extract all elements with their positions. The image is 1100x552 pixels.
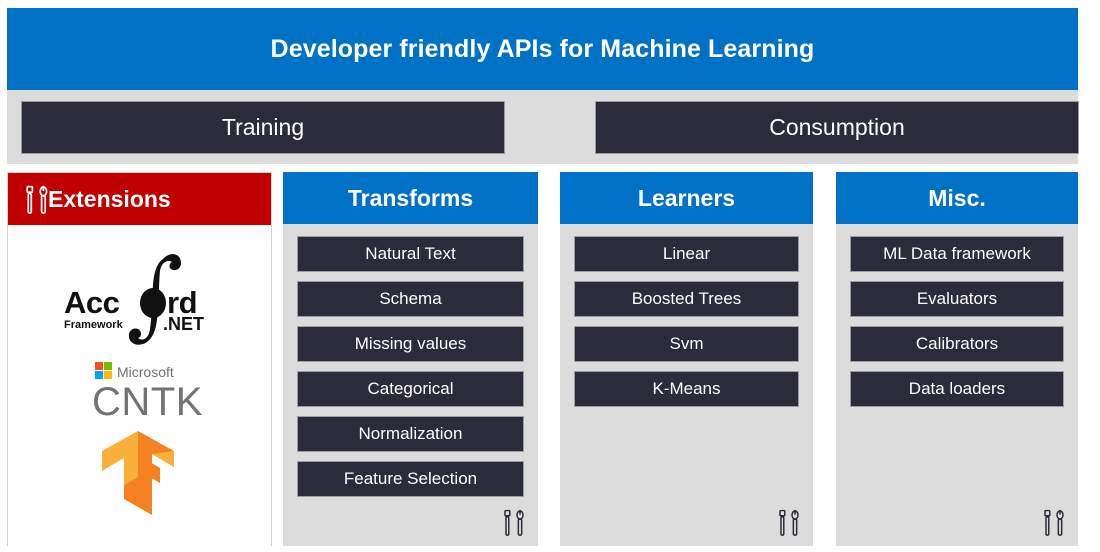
chip-label: Data loaders [908,379,1006,398]
list-item[interactable]: Svm [574,326,799,362]
column-group: Extensions Acc rd Framework .NET Accord [0,172,1100,550]
chip-label: Natural Text [365,244,456,263]
tensorflow-logo: TensorFlow [80,427,200,519]
list-item[interactable]: Natural Text [297,236,524,272]
chip-label: Schema [379,289,442,308]
svg-text:rd: rd [167,285,197,320]
stage-band: Training Consumption [7,90,1079,164]
chip-label: Linear [662,244,711,263]
chip-label: K-Means [652,379,721,398]
stage-label-training: Training [221,114,305,140]
list-item[interactable]: Missing values [297,326,524,362]
chip-label: Calibrators [915,334,999,353]
chip-label: Evaluators [916,289,998,308]
panel-body-transforms: Natural Text Schema Missing values Categ… [283,224,538,546]
panel-body-learners: Linear Boosted Trees Svm K-Means [560,224,813,546]
page-title: Developer friendly APIs for Machine Lear… [270,34,815,63]
panel-title-misc: Misc. [928,184,986,211]
banner: Developer friendly APIs for Machine Lear… [7,8,1078,90]
stage-label-consumption: Consumption [769,114,905,140]
list-item[interactable]: Calibrators [850,326,1064,362]
tools-icon [777,508,803,538]
panel-extensions[interactable]: Extensions Acc rd Framework .NET Accord [7,172,272,547]
chip-label: ML Data framework [883,244,1031,263]
list-item[interactable]: Schema [297,281,524,317]
chip-label: Categorical [367,379,454,398]
list-item[interactable]: Evaluators [850,281,1064,317]
list-item[interactable]: K-Means [574,371,799,407]
chip-label: Missing values [354,334,467,353]
list-item[interactable]: Boosted Trees [574,281,799,317]
accord-logo-text: Accord [240,247,241,248]
tools-icon [24,185,52,215]
panel-title-transforms: Transforms [347,184,474,211]
panel-body-misc: ML Data framework Evaluators Calibrators… [836,224,1078,546]
microsoft-cntk-logo: Microsoft CNTK CNTK [40,359,241,424]
list-item[interactable]: Data loaders [850,371,1064,407]
svg-text:.NET: .NET [163,314,204,334]
cntk-logo-text: CNTK [240,359,241,360]
list-item[interactable]: ML Data framework [850,236,1064,272]
svg-text:Microsoft: Microsoft [117,364,174,380]
tools-icon [1042,508,1068,538]
panel-header-learners: Learners [560,172,813,224]
chip-label: Boosted Trees [631,289,742,308]
panel-header-misc: Misc. [836,172,1078,224]
stage-box-training[interactable]: Training [21,101,505,154]
stage-box-consumption[interactable]: Consumption [595,101,1079,154]
list-item[interactable]: Categorical [297,371,524,407]
chip-label: Svm [669,334,704,353]
tensorflow-logo-text: TensorFlow [200,427,201,428]
panel-title-learners: Learners [637,184,736,211]
panel-body-extensions: Acc rd Framework .NET Accord Microsoft [8,225,271,547]
svg-text:Acc: Acc [64,285,120,320]
panel-header-extensions: Extensions [8,173,271,225]
tools-icon [502,508,528,538]
list-item[interactable]: Feature Selection [297,461,524,497]
chip-label: Feature Selection [343,469,478,488]
list-item[interactable]: Normalization [297,416,524,452]
list-item[interactable]: Linear [574,236,799,272]
svg-text:CNTK: CNTK [92,380,203,421]
panel-header-transforms: Transforms [283,172,538,224]
panel-misc[interactable]: Misc. ML Data framework Evaluators Calib… [836,172,1078,546]
chip-label: Normalization [358,424,463,443]
panel-transforms[interactable]: Transforms Natural Text Schema Missing v… [283,172,538,546]
accord-net-framework-logo: Acc rd Framework .NET Accord [40,247,240,351]
svg-text:Framework: Framework [64,319,124,331]
panel-learners[interactable]: Learners Linear Boosted Trees Svm K-Mean… [560,172,813,546]
panel-title-extensions: Extensions [48,185,171,212]
